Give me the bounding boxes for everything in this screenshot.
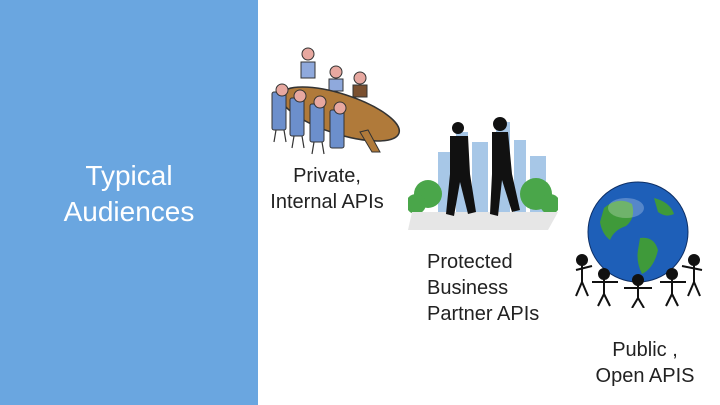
sidebar-title-line2: Audiences (63, 196, 195, 227)
sidebar-title: Typical Audiences (0, 158, 258, 230)
protected-line2: Business (427, 277, 509, 299)
sidebar-panel: Typical Audiences (0, 0, 258, 405)
public-line2: Open APIS (595, 365, 695, 387)
public-line1: Public , (612, 339, 678, 361)
protected-line1: Protected (427, 251, 513, 273)
business-people-icon (408, 117, 558, 230)
conference-meeting-icon (271, 47, 401, 155)
sidebar-title-line1: Typical (85, 160, 173, 191)
private-line1: Private, (293, 165, 361, 187)
globe-people-icon (575, 181, 703, 308)
private-line2: Internal APIs (270, 191, 384, 213)
protected-line3: Partner APIs (427, 303, 540, 325)
public-open-label: Public , Open APIS (580, 337, 710, 389)
private-internal-label: Private, Internal APIs (262, 163, 392, 215)
protected-partner-label: Protected Business Partner APIs (427, 249, 577, 327)
